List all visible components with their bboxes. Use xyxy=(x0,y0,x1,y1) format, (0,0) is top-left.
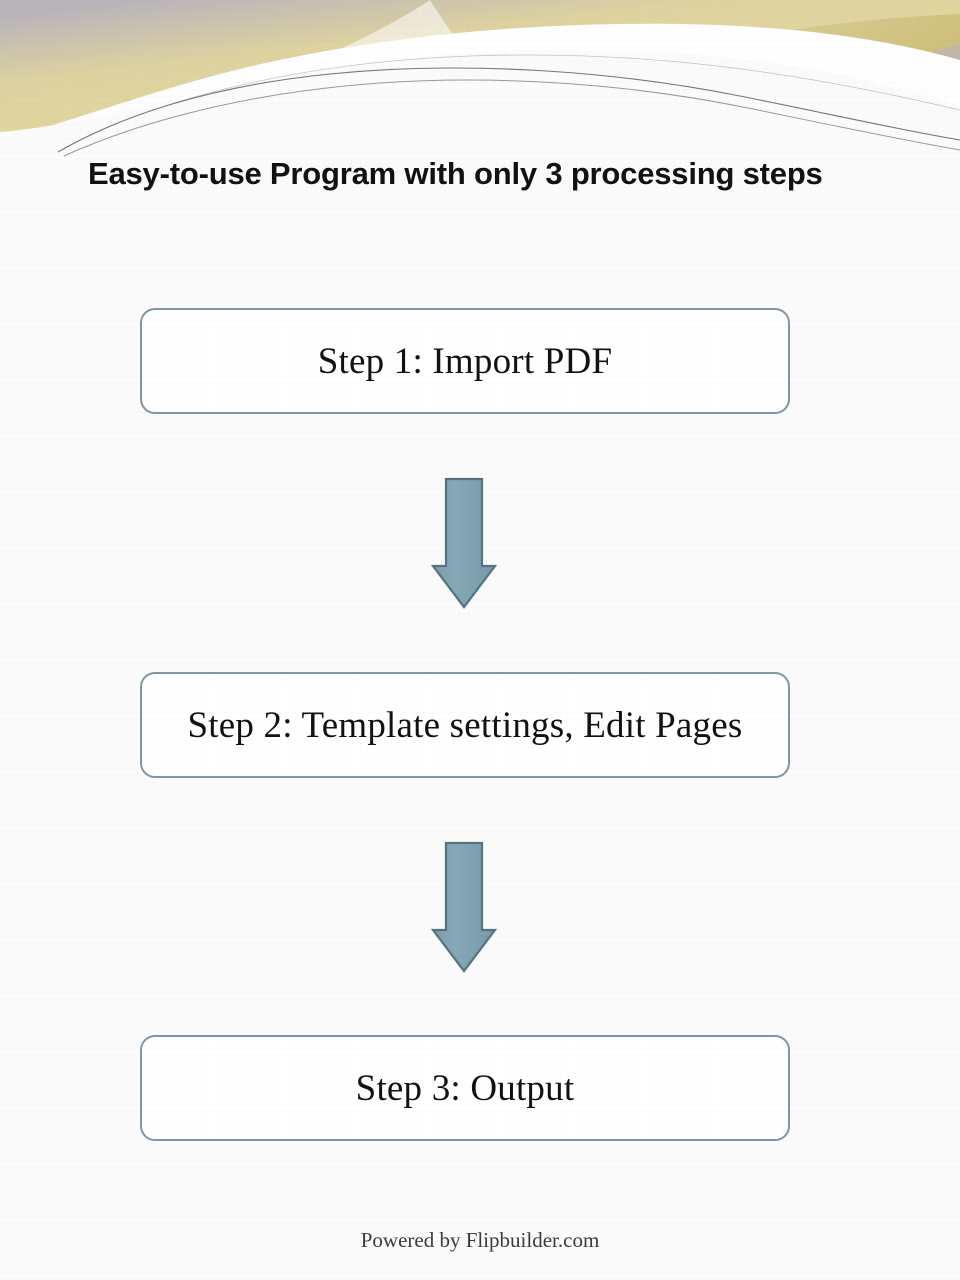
step-box-2[interactable]: Step 2: Template settings, Edit Pages xyxy=(140,672,790,778)
step-box-1[interactable]: Step 1: Import PDF xyxy=(140,308,790,414)
header-wave-decoration xyxy=(0,0,960,160)
step-box-3-label: Step 3: Output xyxy=(355,1067,575,1109)
down-arrow-icon-2 xyxy=(428,840,500,976)
page-title: Easy-to-use Program with only 3 processi… xyxy=(88,156,823,191)
step-box-3[interactable]: Step 3: Output xyxy=(140,1035,790,1141)
step-box-1-label: Step 1: Import PDF xyxy=(317,340,613,382)
down-arrow-icon-1 xyxy=(428,476,500,612)
step-box-2-label: Step 2: Template settings, Edit Pages xyxy=(187,704,743,746)
footer-credit: Powered by Flipbuilder.com xyxy=(360,1228,600,1252)
